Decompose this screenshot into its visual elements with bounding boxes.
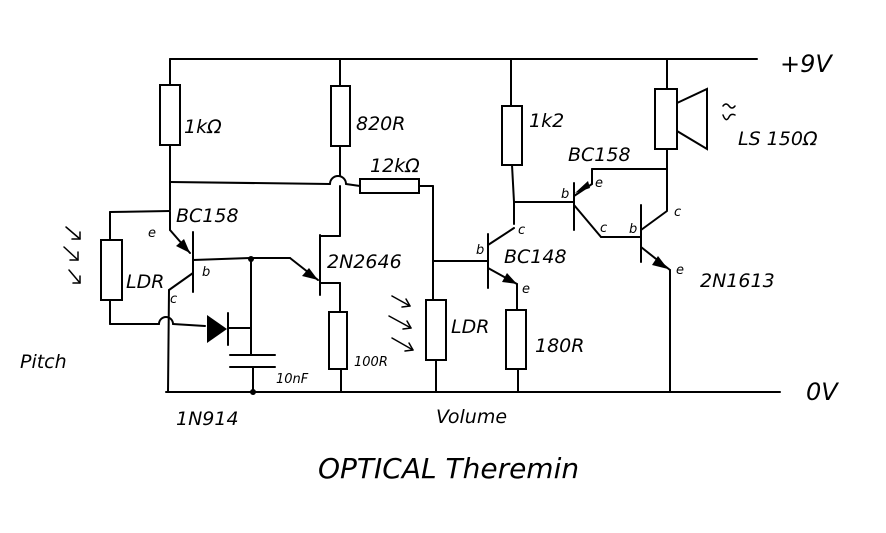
transistor-q5 (640, 204, 671, 393)
transistor-q5-label: 2N1613 (700, 270, 775, 292)
diode-1n914 (207, 312, 252, 346)
q1-pin-b: b (202, 265, 210, 280)
q5-pin-b: b (629, 222, 637, 237)
speaker-ls (654, 58, 736, 211)
wire-q1-collector (167, 289, 170, 393)
resistor-r4 (501, 58, 523, 225)
wire-r1-to-12k (169, 175, 361, 187)
ldr-pitch-label: LDR (126, 271, 164, 293)
q1-pin-e: e (148, 226, 156, 241)
q4-pin-e: e (595, 176, 603, 191)
transistor-q1 (109, 181, 251, 293)
transistor-q1-label: BC158 (176, 205, 239, 227)
supply-rail-label: +9V (780, 50, 833, 78)
transistor-q4-label: BC158 (568, 144, 631, 166)
q3-pin-e: e (522, 282, 530, 297)
transistor-q3 (487, 227, 518, 311)
q3-pin-b: b (476, 243, 484, 258)
diode-label: 1N914 (176, 408, 239, 430)
q4-pin-c: c (600, 221, 607, 236)
transistor-q2 (250, 185, 341, 313)
light-arrows-volume-icon (388, 295, 414, 352)
resistor-r1 (159, 58, 181, 183)
resistor-r6 (505, 309, 527, 393)
capacitor-label: 10nF (276, 372, 309, 387)
q4-pin-b: b (561, 187, 569, 202)
resistor-r6-label: 180R (535, 335, 584, 357)
pitch-label: Pitch (20, 351, 67, 373)
capacitor-10nf (229, 256, 276, 395)
resistor-r4-label: 1k2 (529, 110, 564, 132)
resistor-r5-label: 100R (354, 355, 388, 370)
transistor-q3-label: BC148 (504, 246, 567, 268)
q5-pin-c: c (674, 205, 681, 220)
transistor-q2-label: 2N2646 (327, 251, 402, 273)
ground-rail-label: 0V (806, 378, 839, 406)
volume-label: Volume (436, 406, 507, 428)
ldr-volume (425, 260, 489, 393)
q3-pin-c: c (518, 223, 525, 238)
resistor-r1-label: 1kΩ (184, 116, 222, 138)
resistor-r3 (359, 178, 434, 301)
ldr-pitch (100, 211, 206, 327)
transistor-q4 (513, 168, 668, 238)
resistor-r5 (328, 311, 348, 393)
resistor-r2-label: 820R (356, 113, 405, 135)
ldr-volume-label: LDR (451, 316, 489, 338)
q5-pin-e: e (676, 263, 684, 278)
resistor-r3-label: 12kΩ (370, 155, 420, 177)
resistor-r2 (330, 58, 351, 177)
diagram-title: OPTICAL Theremin (318, 452, 579, 485)
speaker-label: LS 150Ω (738, 128, 818, 150)
q1-pin-c: c (170, 292, 177, 307)
light-arrows-pitch-icon (63, 226, 81, 284)
